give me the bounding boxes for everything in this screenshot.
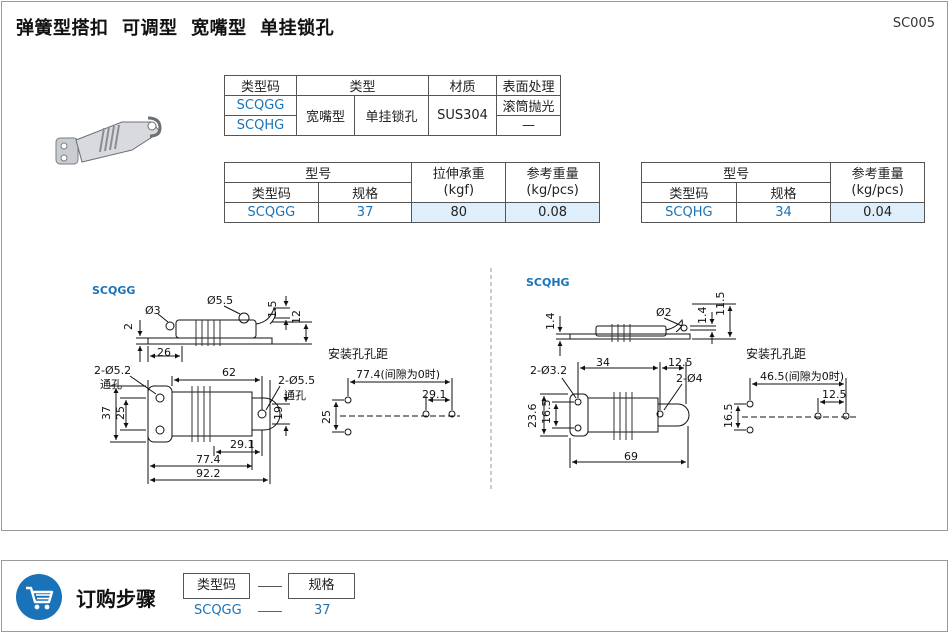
th-load-text: 拉伸承重 (kgf) — [432, 166, 485, 198]
dim-h37: 37 — [100, 406, 113, 420]
weight-cell: 0.04 — [830, 202, 925, 223]
dim-holes55: 2-Ø5.5 — [278, 374, 315, 387]
th-model: 型号 — [223, 162, 413, 183]
dim-w291: 29.1 — [230, 438, 255, 451]
scqhg-mount-holes — [734, 378, 856, 434]
scqgg-top-view — [110, 375, 290, 484]
mount-caption-left: 安装孔孔距 — [328, 346, 388, 361]
th-type-code: 类型码 — [224, 75, 297, 96]
dim-h25: 25 — [114, 406, 127, 420]
type-material-table: 类型码 类型 材质 表面处理 SCQGG 宽嘴型 单挂锁孔 SUS304 滚筒抛… — [224, 75, 561, 136]
th-type-code: 类型码 — [224, 182, 319, 203]
mount-w-right: 46.5(间隙为0时) — [760, 369, 844, 383]
dim-d2: Ø2 — [656, 306, 672, 319]
spec-cell: 37 — [317, 202, 413, 223]
mount-w-left: 77.4(间隙为0时) — [356, 367, 440, 381]
finish-cell: — — [496, 115, 561, 136]
th-spec: 规格 — [317, 182, 413, 203]
dim-w125: 12.5 — [668, 356, 693, 369]
th-weight: 参考重量 (kg/pcs) — [505, 162, 600, 203]
type-single-lock: 单挂锁孔 — [354, 95, 429, 136]
dim-h165: 16.5 — [540, 400, 553, 425]
mount-caption-right: 安装孔孔距 — [746, 346, 806, 361]
mount-h-left: 25 — [320, 410, 333, 424]
dim-w69: 69 — [624, 450, 638, 463]
dim-w774: 77.4 — [196, 453, 221, 466]
dim-w922: 92.2 — [196, 467, 221, 480]
product-code: SC005 — [892, 16, 935, 31]
dim-h14a: 1.4 — [544, 313, 557, 331]
shopping-cart-icon — [16, 574, 62, 620]
dim-w62: 62 — [222, 366, 236, 379]
cart-glyph — [26, 586, 54, 610]
dim-h115: 11.5 — [714, 292, 727, 317]
dim-thru2: 通孔 — [284, 389, 306, 402]
drawing-label-scqhg: SCQHG — [526, 276, 570, 289]
dim-d3: Ø3 — [145, 304, 161, 317]
drawing-label-scqgg: SCQGG — [92, 284, 135, 297]
dim-holes4: 2-Ø4 — [676, 372, 703, 385]
dim-w34: 34 — [596, 356, 610, 369]
type-code-cell: SCQHG — [224, 115, 297, 136]
th-load: 拉伸承重 (kgf) — [411, 162, 507, 203]
mount-w2-right: 12.5 — [822, 388, 847, 401]
dim-h19: 19 — [272, 406, 285, 420]
scqhg-top-view — [540, 362, 690, 468]
order-steps-panel: 订购步骤 类型码 规格 SCQGG 37 — [1, 560, 948, 632]
th-type-code: 类型码 — [641, 182, 737, 203]
type-wide-mouth: 宽嘴型 — [295, 95, 356, 136]
th-finish: 表面处理 — [496, 75, 561, 96]
dim-holes52: 2-Ø5.2 — [94, 364, 131, 377]
dim-d55: Ø5.5 — [207, 294, 233, 307]
dim-h15: 1.5 — [266, 301, 279, 319]
dim-12: 12 — [290, 310, 303, 324]
finish-cell: 滚筒抛光 — [496, 95, 561, 116]
spec-cell: 34 — [735, 202, 832, 223]
scqgg-side-view — [136, 296, 312, 362]
order-example-spec: 37 — [314, 603, 331, 618]
type-code-cell: SCQGG — [224, 95, 297, 116]
scqgg-mount-holes — [332, 378, 460, 436]
scqhg-side-view — [556, 303, 736, 356]
order-steps-title: 订购步骤 — [76, 587, 156, 611]
page-title: 弹簧型搭扣 可调型 宽嘴型 单挂锁孔 — [16, 18, 335, 39]
type-code-cell: SCQGG — [224, 202, 319, 223]
dim-h14b: 1.4 — [696, 307, 709, 325]
mount-w2-left: 29.1 — [422, 388, 447, 401]
dim-thru1: 通孔 — [100, 378, 122, 391]
dim-h2: 2 — [122, 323, 135, 330]
weight-cell: 0.08 — [505, 202, 600, 223]
dim-w26: 26 — [157, 346, 171, 359]
th-weight-text: 参考重量 (kg/pcs) — [526, 166, 579, 198]
order-box-type-code: 类型码 — [183, 573, 250, 599]
th-weight: 参考重量 (kg/pcs) — [830, 162, 925, 203]
mount-h-right: 16.5 — [722, 404, 735, 429]
order-example-code: SCQGG — [194, 603, 242, 618]
th-weight-text: 参考重量 (kg/pcs) — [851, 166, 904, 198]
scqhg-spec-table: 型号 参考重量 (kg/pcs) 类型码 规格 SCQHG 34 0.04 — [640, 162, 925, 223]
scqgg-spec-table: 型号 拉伸承重 (kgf) 参考重量 (kg/pcs) 类型码 规格 SCQGG… — [223, 162, 600, 223]
order-example-connector — [258, 611, 282, 612]
dim-h236: 23.6 — [526, 404, 539, 429]
technical-drawings: SCQGG Ø3 Ø5.5 1.5 12 2 26 — [92, 268, 856, 490]
load-cell: 80 — [411, 202, 507, 223]
product-photo — [55, 116, 162, 165]
order-box-spec: 规格 — [288, 573, 355, 599]
type-code-cell: SCQHG — [641, 202, 737, 223]
dim-holes32: 2-Ø3.2 — [530, 364, 567, 377]
order-connector — [258, 586, 282, 587]
